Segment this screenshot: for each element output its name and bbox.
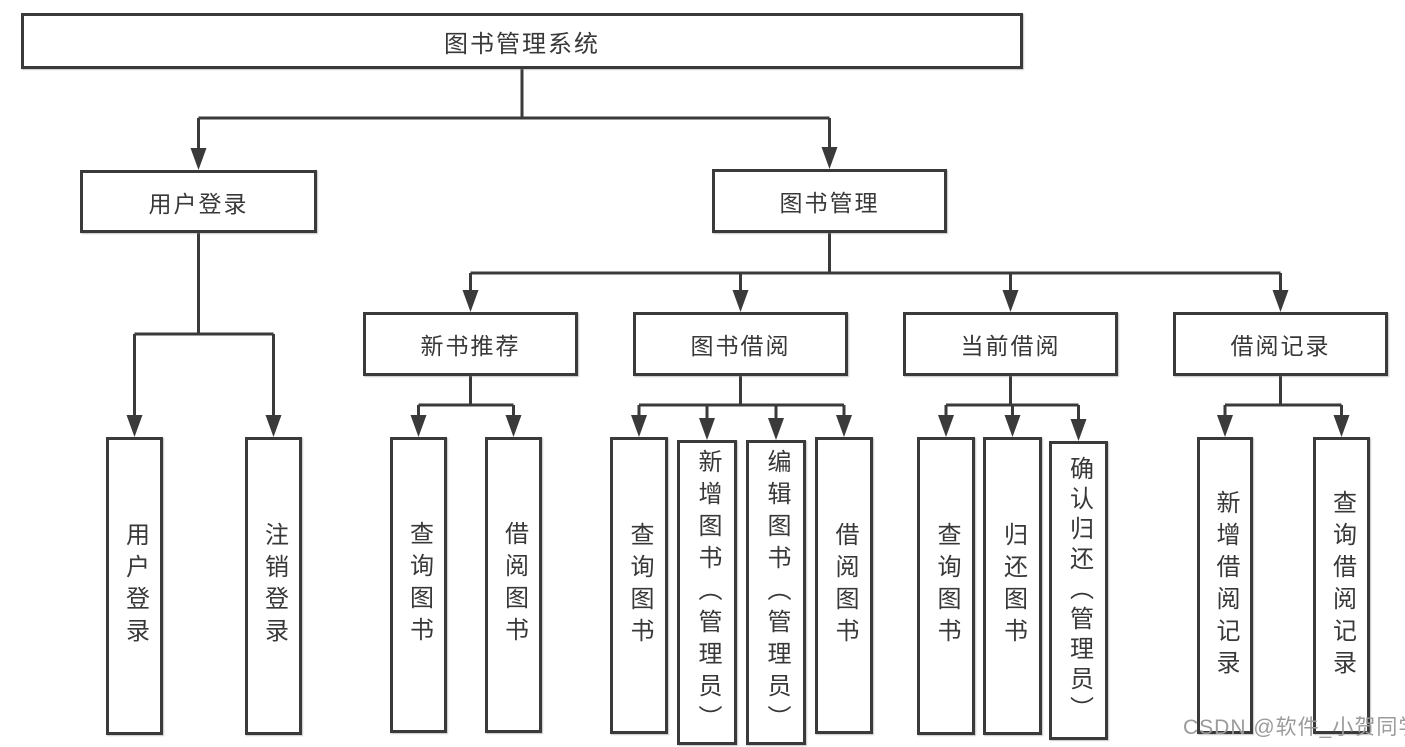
leaf-bb-borrow-books: 借阅图书 — [815, 437, 873, 734]
node-new-book-recommend: 新书推荐 — [363, 312, 578, 376]
leaf-cb-query-books: 查询图书 — [917, 437, 975, 735]
leaf-cb-return-books: 归还图书 — [983, 437, 1042, 735]
leaf-br-query-record: 查询借阅记录 — [1313, 437, 1370, 734]
leaf-bb-query-books: 查询图书 — [610, 437, 668, 734]
node-book-borrow: 图书借阅 — [633, 312, 848, 376]
watermark-text: CSDN @软件_小贺同学 — [1183, 716, 1405, 739]
node-borrow-records: 借阅记录 — [1173, 312, 1388, 376]
leaf-user-login: 用户登录 — [106, 437, 163, 735]
node-book-management: 图书管理 — [712, 169, 947, 233]
leaf-bb-add-books-admin: 新增图书（管理员） — [677, 440, 737, 745]
node-user-login: 用户登录 — [80, 170, 317, 233]
leaf-nb-borrow-books: 借阅图书 — [485, 437, 542, 733]
leaf-bb-edit-books-admin: 编辑图书（管理员） — [746, 440, 806, 745]
leaf-nb-query-books: 查询图书 — [390, 437, 447, 733]
node-current-borrow: 当前借阅 — [903, 312, 1118, 376]
node-root: 图书管理系统 — [21, 13, 1023, 69]
leaf-logout: 注销登录 — [245, 437, 302, 735]
leaf-cb-confirm-return-admin: 确认归还（管理员） — [1049, 441, 1108, 740]
leaf-br-add-record: 新增借阅记录 — [1197, 437, 1253, 734]
